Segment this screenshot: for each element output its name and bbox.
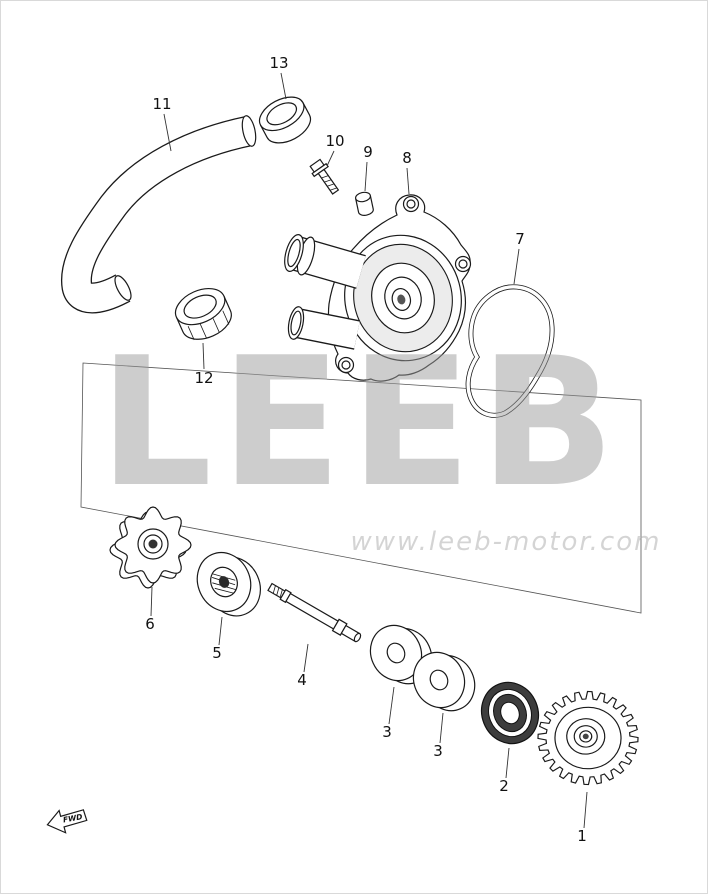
perspective-plane-outline xyxy=(80,362,642,614)
cover-volute-body xyxy=(344,234,462,362)
cover-bolt-holes xyxy=(337,195,472,374)
part-label-8: 8 xyxy=(402,149,412,167)
part-label-7: 7 xyxy=(515,230,525,248)
hose-opening-top xyxy=(241,115,257,147)
watermark: LEEB www.leeb-motor.com xyxy=(99,319,662,557)
cover-outlet-pipe xyxy=(287,306,360,350)
part-4-pump-shaft xyxy=(267,582,362,643)
fwd-arrow: FWD xyxy=(46,809,88,834)
part-2-oil-seal xyxy=(480,681,540,745)
part-label-10: 10 xyxy=(325,132,344,150)
part-label-3a: 3 xyxy=(382,723,392,741)
part-label-1: 1 xyxy=(577,827,587,845)
part-7-gasket xyxy=(465,284,555,418)
part-8-pump-cover xyxy=(284,194,472,382)
part-3-washer xyxy=(412,651,476,712)
watermark-brand: LEEB xyxy=(99,319,623,526)
part-6-impeller xyxy=(109,506,192,589)
callout-labels: 13 11 10 9 8 7 12 6 5 4 3 3 2 1 xyxy=(145,54,587,845)
part-13-hose-ring xyxy=(258,96,312,144)
part-5-seal-washer xyxy=(196,552,261,617)
part-12-hose-ring xyxy=(174,287,232,341)
part-10-bolt xyxy=(309,158,340,195)
watermark-url: www.leeb-motor.com xyxy=(351,527,662,557)
part-label-11: 11 xyxy=(152,95,171,113)
hose-opening-bottom xyxy=(114,275,132,301)
part-9-dowel-pin xyxy=(355,191,374,216)
part-11-water-hose xyxy=(60,115,257,314)
part-label-9: 9 xyxy=(363,143,373,161)
part-label-13: 13 xyxy=(269,54,288,72)
fwd-label: FWD xyxy=(62,812,83,824)
part-label-4: 4 xyxy=(297,671,307,689)
cover-inlet-pipe xyxy=(284,234,366,289)
leader-lines xyxy=(150,72,588,829)
part-label-3b: 3 xyxy=(433,742,443,760)
part-label-5: 5 xyxy=(212,644,222,662)
part-label-12: 12 xyxy=(194,369,213,387)
part-1-pump-gear xyxy=(537,690,639,786)
fwd-arrow-shape xyxy=(46,809,88,834)
part-label-2: 2 xyxy=(499,777,509,795)
part-label-6: 6 xyxy=(145,615,155,633)
